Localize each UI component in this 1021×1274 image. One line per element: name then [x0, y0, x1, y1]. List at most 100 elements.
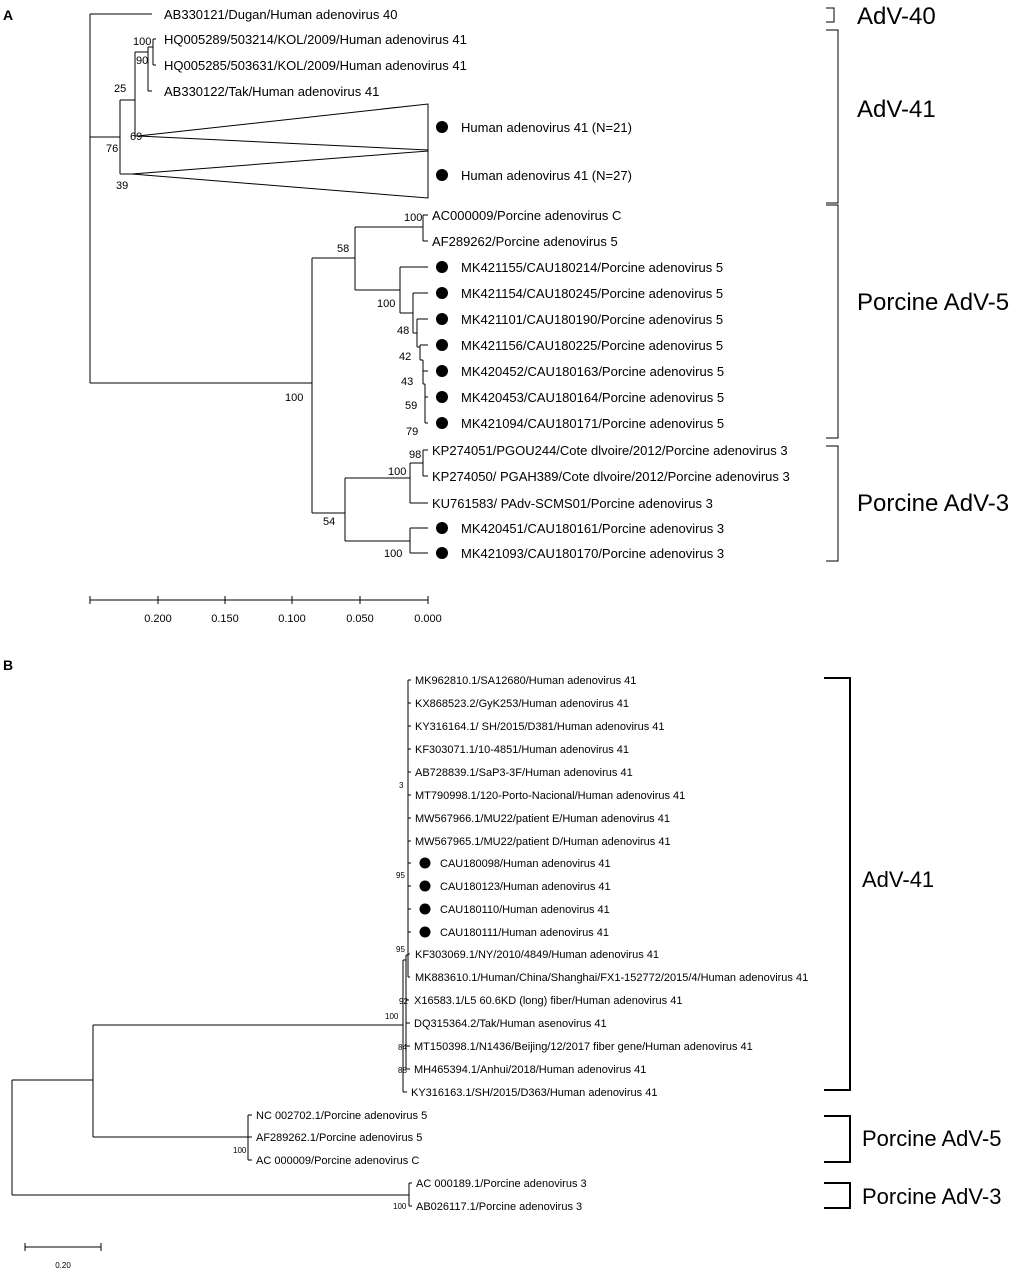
- panel-a-sample-markers: [436, 121, 448, 559]
- taxon-label: AB026117.1/Porcine adenovirus 3: [416, 1201, 582, 1213]
- bootstrap-value: 42: [399, 351, 411, 363]
- taxon-label: AC 000189.1/Porcine adenovirus 3: [416, 1178, 587, 1190]
- scale-tick-label: 0.100: [278, 613, 306, 625]
- bootstrap-value: 92: [399, 997, 408, 1006]
- taxon-label: CAU180111/Human adenovirus 41: [440, 927, 609, 939]
- scale-tick-label: 0.200: [144, 613, 172, 625]
- taxon-label: MK420451/CAU180161/Porcine adenovirus 3: [461, 521, 724, 536]
- taxon-label: MK421156/CAU180225/Porcine adenovirus 5: [461, 338, 723, 353]
- taxon-label: MK420453/CAU180164/Porcine adenovirus 5: [461, 390, 724, 405]
- panel-a-scale-axis: 0.200 0.150 0.100 0.050 0.000: [89, 596, 442, 625]
- scale-bar-label: 0.20: [55, 1261, 71, 1270]
- bootstrap-value: 100: [377, 298, 395, 310]
- clade-label: Porcine AdV-5: [862, 1126, 1001, 1151]
- taxon-label: KY316164.1/ SH/2015/D381/Human adenoviru…: [415, 721, 665, 733]
- sample-marker: [436, 365, 448, 377]
- taxon-label: AF289262/Porcine adenovirus 5: [432, 234, 618, 249]
- taxon-label: KY316163.1/SH/2015/D363/Human adenovirus…: [411, 1087, 657, 1099]
- panel-b-letter: B: [3, 657, 13, 673]
- taxon-label: KF303069.1/NY/2010/4849/Human adenovirus…: [415, 949, 659, 961]
- taxon-label: MT790998.1/120-Porto-Nacional/Human aden…: [415, 790, 685, 802]
- bootstrap-value: 59: [405, 400, 417, 412]
- bootstrap-value: 100: [404, 212, 422, 224]
- taxon-label: X16583.1/L5 60.6KD (long) fiber/Human ad…: [414, 995, 682, 1007]
- panel-a-clade-brackets: AdV-40 AdV-41 Porcine AdV-5 Porcine AdV-…: [826, 3, 1009, 562]
- taxon-label: KU761583/ PAdv-SCMS01/Porcine adenovirus…: [432, 496, 713, 511]
- taxon-label: CAU180123/Human adenovirus 41: [440, 881, 611, 893]
- sample-marker: [436, 261, 448, 273]
- panel-b-clade-brackets: AdV-41 Porcine AdV-5 Porcine AdV-3: [824, 677, 1001, 1209]
- bootstrap-value: 90: [136, 55, 148, 67]
- scale-tick-label: 0.150: [211, 613, 239, 625]
- bootstrap-value: 100: [388, 466, 406, 478]
- sample-marker: [436, 339, 448, 351]
- taxon-label: MK420452/CAU180163/Porcine adenovirus 5: [461, 364, 724, 379]
- scale-tick-label: 0.000: [414, 613, 442, 625]
- bootstrap-value: 43: [401, 376, 413, 388]
- bootstrap-value: 95: [396, 945, 405, 954]
- taxon-label: CAU180098/Human adenovirus 41: [440, 858, 611, 870]
- taxon-label: MK421154/CAU180245/Porcine adenovirus 5: [461, 286, 723, 301]
- taxon-label: DQ315364.2/Tak/Human asenovirus 41: [414, 1018, 607, 1030]
- bootstrap-value: 54: [323, 516, 335, 528]
- sample-marker: [436, 391, 448, 403]
- taxon-label: HQ005285/503631/KOL/2009/Human adenoviru…: [164, 58, 467, 73]
- scale-tick-label: 0.050: [346, 613, 374, 625]
- panel-b-sample-markers: [419, 857, 431, 938]
- panel-a-branches: [89, 13, 429, 554]
- taxon-label: Human adenovirus 41 (N=21): [461, 120, 632, 135]
- bootstrap-value: 100: [393, 1202, 407, 1211]
- sample-marker: [436, 522, 448, 534]
- taxon-label: MK421094/CAU180171/Porcine adenovirus 5: [461, 416, 724, 431]
- clade-label: AdV-41: [862, 867, 934, 892]
- sample-marker: [436, 313, 448, 325]
- taxon-label: MK962810.1/SA12680/Human adenovirus 41: [415, 675, 636, 687]
- bootstrap-value: 95: [396, 871, 405, 880]
- sample-marker: [436, 547, 448, 559]
- sample-marker: [436, 121, 448, 133]
- panel-a-letter: A: [3, 7, 13, 23]
- bootstrap-value: 98: [409, 449, 421, 461]
- taxon-label: MK883610.1/Human/China/Shanghai/FX1-1527…: [415, 972, 808, 984]
- taxon-label: AB330121/Dugan/Human adenovirus 40: [164, 7, 397, 22]
- taxon-label: KF303071.1/10-4851/Human adenovirus 41: [415, 744, 629, 756]
- panel-a-taxa: AB330121/Dugan/Human adenovirus 40 HQ005…: [164, 7, 790, 561]
- bootstrap-value: 100: [385, 1012, 399, 1021]
- taxon-label: KX868523.2/GyK253/Human adenovirus 41: [415, 698, 629, 710]
- panel-b-branches: [11, 679, 412, 1207]
- taxon-label: MK421101/CAU180190/Porcine adenovirus 5: [461, 312, 723, 327]
- taxon-label: KP274050/ PGAH389/Cote dlvoire/2012/Porc…: [432, 469, 790, 484]
- sample-marker: [419, 880, 431, 892]
- panel-a-bootstrap: 100 90 25 69 76 39 100 58 100 48 42 43 5…: [106, 36, 422, 560]
- panel-b-scale-bar: 0.20: [24, 1243, 102, 1270]
- bootstrap-value: 100: [384, 548, 402, 560]
- sample-marker: [436, 417, 448, 429]
- sample-marker: [436, 169, 448, 181]
- bootstrap-value: 84: [398, 1043, 407, 1052]
- bootstrap-value: 25: [114, 83, 126, 95]
- panel-b-taxa: MK962810.1/SA12680/Human adenovirus 41 K…: [256, 675, 808, 1213]
- taxon-label: MK421155/CAU180214/Porcine adenovirus 5: [461, 260, 723, 275]
- bootstrap-value: 69: [130, 131, 142, 143]
- bootstrap-value: 39: [116, 180, 128, 192]
- taxon-label: Human adenovirus 41 (N=27): [461, 168, 632, 183]
- taxon-label: AB728839.1/SaP3-3F/Human adenovirus 41: [415, 767, 633, 779]
- taxon-label: AC000009/Porcine adenovirus C: [432, 208, 621, 223]
- taxon-label: MH465394.1/Anhui/2018/Human adenovirus 4…: [414, 1064, 646, 1076]
- sample-marker: [419, 926, 431, 938]
- bootstrap-value: 3: [399, 781, 404, 790]
- bootstrap-value: 79: [406, 426, 418, 438]
- clade-label: AdV-41: [857, 96, 936, 123]
- taxon-label: NC 002702.1/Porcine adenovirus 5: [256, 1110, 427, 1122]
- clade-label: Porcine AdV-5: [857, 289, 1009, 316]
- sample-marker: [419, 903, 431, 915]
- bootstrap-value: 88: [398, 1066, 407, 1075]
- taxon-label: AC 000009/Porcine adenovirus C: [256, 1155, 419, 1167]
- panel-b-bootstrap: 3 95 95 92 100 84 88 100 100: [233, 781, 408, 1211]
- taxon-label: KP274051/PGOU244/Cote dlvoire/2012/Porci…: [432, 443, 788, 458]
- taxon-label: HQ005289/503214/KOL/2009/Human adenoviru…: [164, 32, 467, 47]
- taxon-label: CAU180110/Human adenovirus 41: [440, 904, 610, 916]
- taxon-label: MW567965.1/MU22/patient D/Human adenovir…: [415, 836, 671, 848]
- taxon-label: MK421093/CAU180170/Porcine adenovirus 3: [461, 546, 724, 561]
